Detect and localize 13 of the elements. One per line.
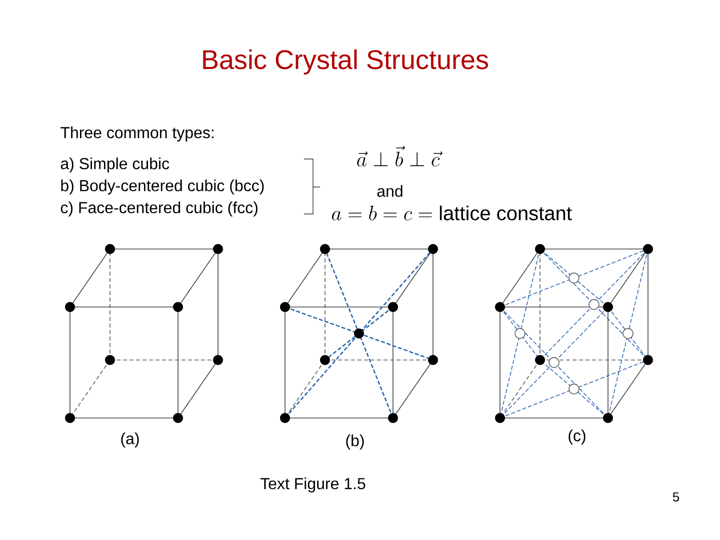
list-item: a) Simple cubic	[60, 158, 170, 172]
formula: $\vec{a}\perp\vec{b}\perp\vec{c}$	[357, 146, 443, 166]
title: Basic Crystal Structures	[203, 49, 488, 75]
list-item: c) Face-centered cubic (fcc)	[60, 202, 258, 216]
figure-label: (a)	[121, 432, 139, 448]
connector-word: and	[377, 185, 402, 197]
figure-label: (c)	[568, 430, 586, 444]
heading: Three common types:	[60, 126, 214, 142]
caption: Text Figure 1.5	[260, 478, 366, 492]
page-number: 5	[672, 492, 680, 502]
figure-label: (b)	[346, 434, 364, 450]
list-item: b) Body-centered cubic (bcc)	[61, 180, 264, 194]
formula: $a=b=c=\mathrm{lattice\ constant}$	[332, 206, 572, 220]
